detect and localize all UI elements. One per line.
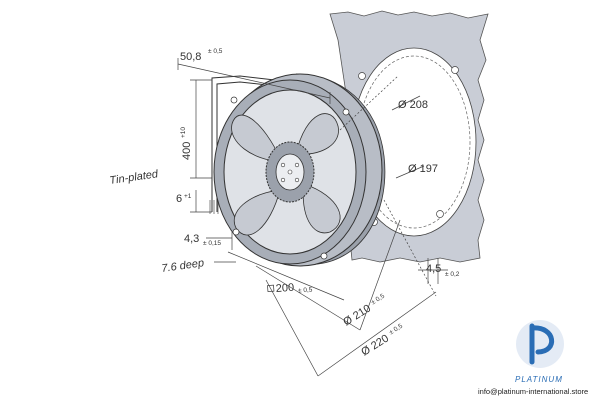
dimension-lines bbox=[177, 58, 448, 377]
depth-tolerance: ± 0,5 bbox=[208, 48, 223, 55]
depth-label: 50,8 bbox=[180, 51, 201, 63]
fan-hub-hole bbox=[294, 162, 300, 168]
square-symbol bbox=[267, 284, 275, 292]
cable-length-label: 400 bbox=[181, 142, 193, 160]
square-dimension: 200 ± 0,5 bbox=[267, 282, 313, 295]
fan-mount-hole bbox=[320, 252, 328, 260]
panel-hole bbox=[451, 66, 459, 74]
strip-length-label: 6 bbox=[176, 193, 182, 205]
fan-blade bbox=[233, 189, 281, 236]
fan-blade bbox=[295, 113, 339, 155]
fan-mount-hole bbox=[342, 108, 350, 116]
flange-label: 4,5 bbox=[426, 263, 441, 275]
platinum-logo-icon bbox=[516, 320, 564, 368]
square-tolerance: ± 0,5 bbox=[298, 286, 313, 294]
square-label: 200 bbox=[275, 282, 294, 295]
dia-210-tolerance: ± 0,5 bbox=[370, 293, 386, 307]
dia-208-label: Ø 208 bbox=[398, 99, 428, 111]
brand-name: PLATINUM bbox=[515, 375, 563, 384]
dia-197-label: Ø 197 bbox=[408, 163, 438, 175]
strip-length-tolerance: +1 bbox=[184, 193, 192, 200]
fan-housing bbox=[213, 73, 386, 267]
cable-note: Tin-plated bbox=[109, 168, 160, 187]
depth-note: 7.6 deep bbox=[161, 257, 205, 275]
fan-blade bbox=[231, 114, 283, 163]
dia-220-label: Ø 220 bbox=[359, 332, 391, 358]
brand-block: PLATINUM info@platinum-international.sto… bbox=[478, 320, 588, 396]
fan-mount-hole bbox=[230, 96, 238, 104]
flange-tolerance: ± 0,2 bbox=[445, 271, 460, 278]
fan-hub-hole bbox=[294, 177, 300, 183]
fan-blade bbox=[302, 183, 341, 234]
cable-length-tolerance: +10 bbox=[180, 127, 187, 138]
hole-offset-tolerance: ± 0,15 bbox=[203, 240, 221, 247]
fan-mount-hole bbox=[232, 228, 240, 236]
brand-url: info@platinum-international.store bbox=[478, 387, 588, 396]
dimension-labels: 50,8 ± 0,5 400 +10 6 +1 Tin-plated 4,3 ±… bbox=[109, 48, 460, 359]
hole-offset-label: 4,3 bbox=[184, 233, 199, 245]
panel-hole bbox=[358, 72, 366, 80]
dia-210-label: Ø 210 bbox=[341, 302, 373, 328]
fan-hub-hole bbox=[280, 177, 286, 183]
panel-hole bbox=[436, 210, 444, 218]
fan-hub-hole bbox=[280, 162, 286, 168]
fan-hub-hole bbox=[287, 169, 293, 175]
